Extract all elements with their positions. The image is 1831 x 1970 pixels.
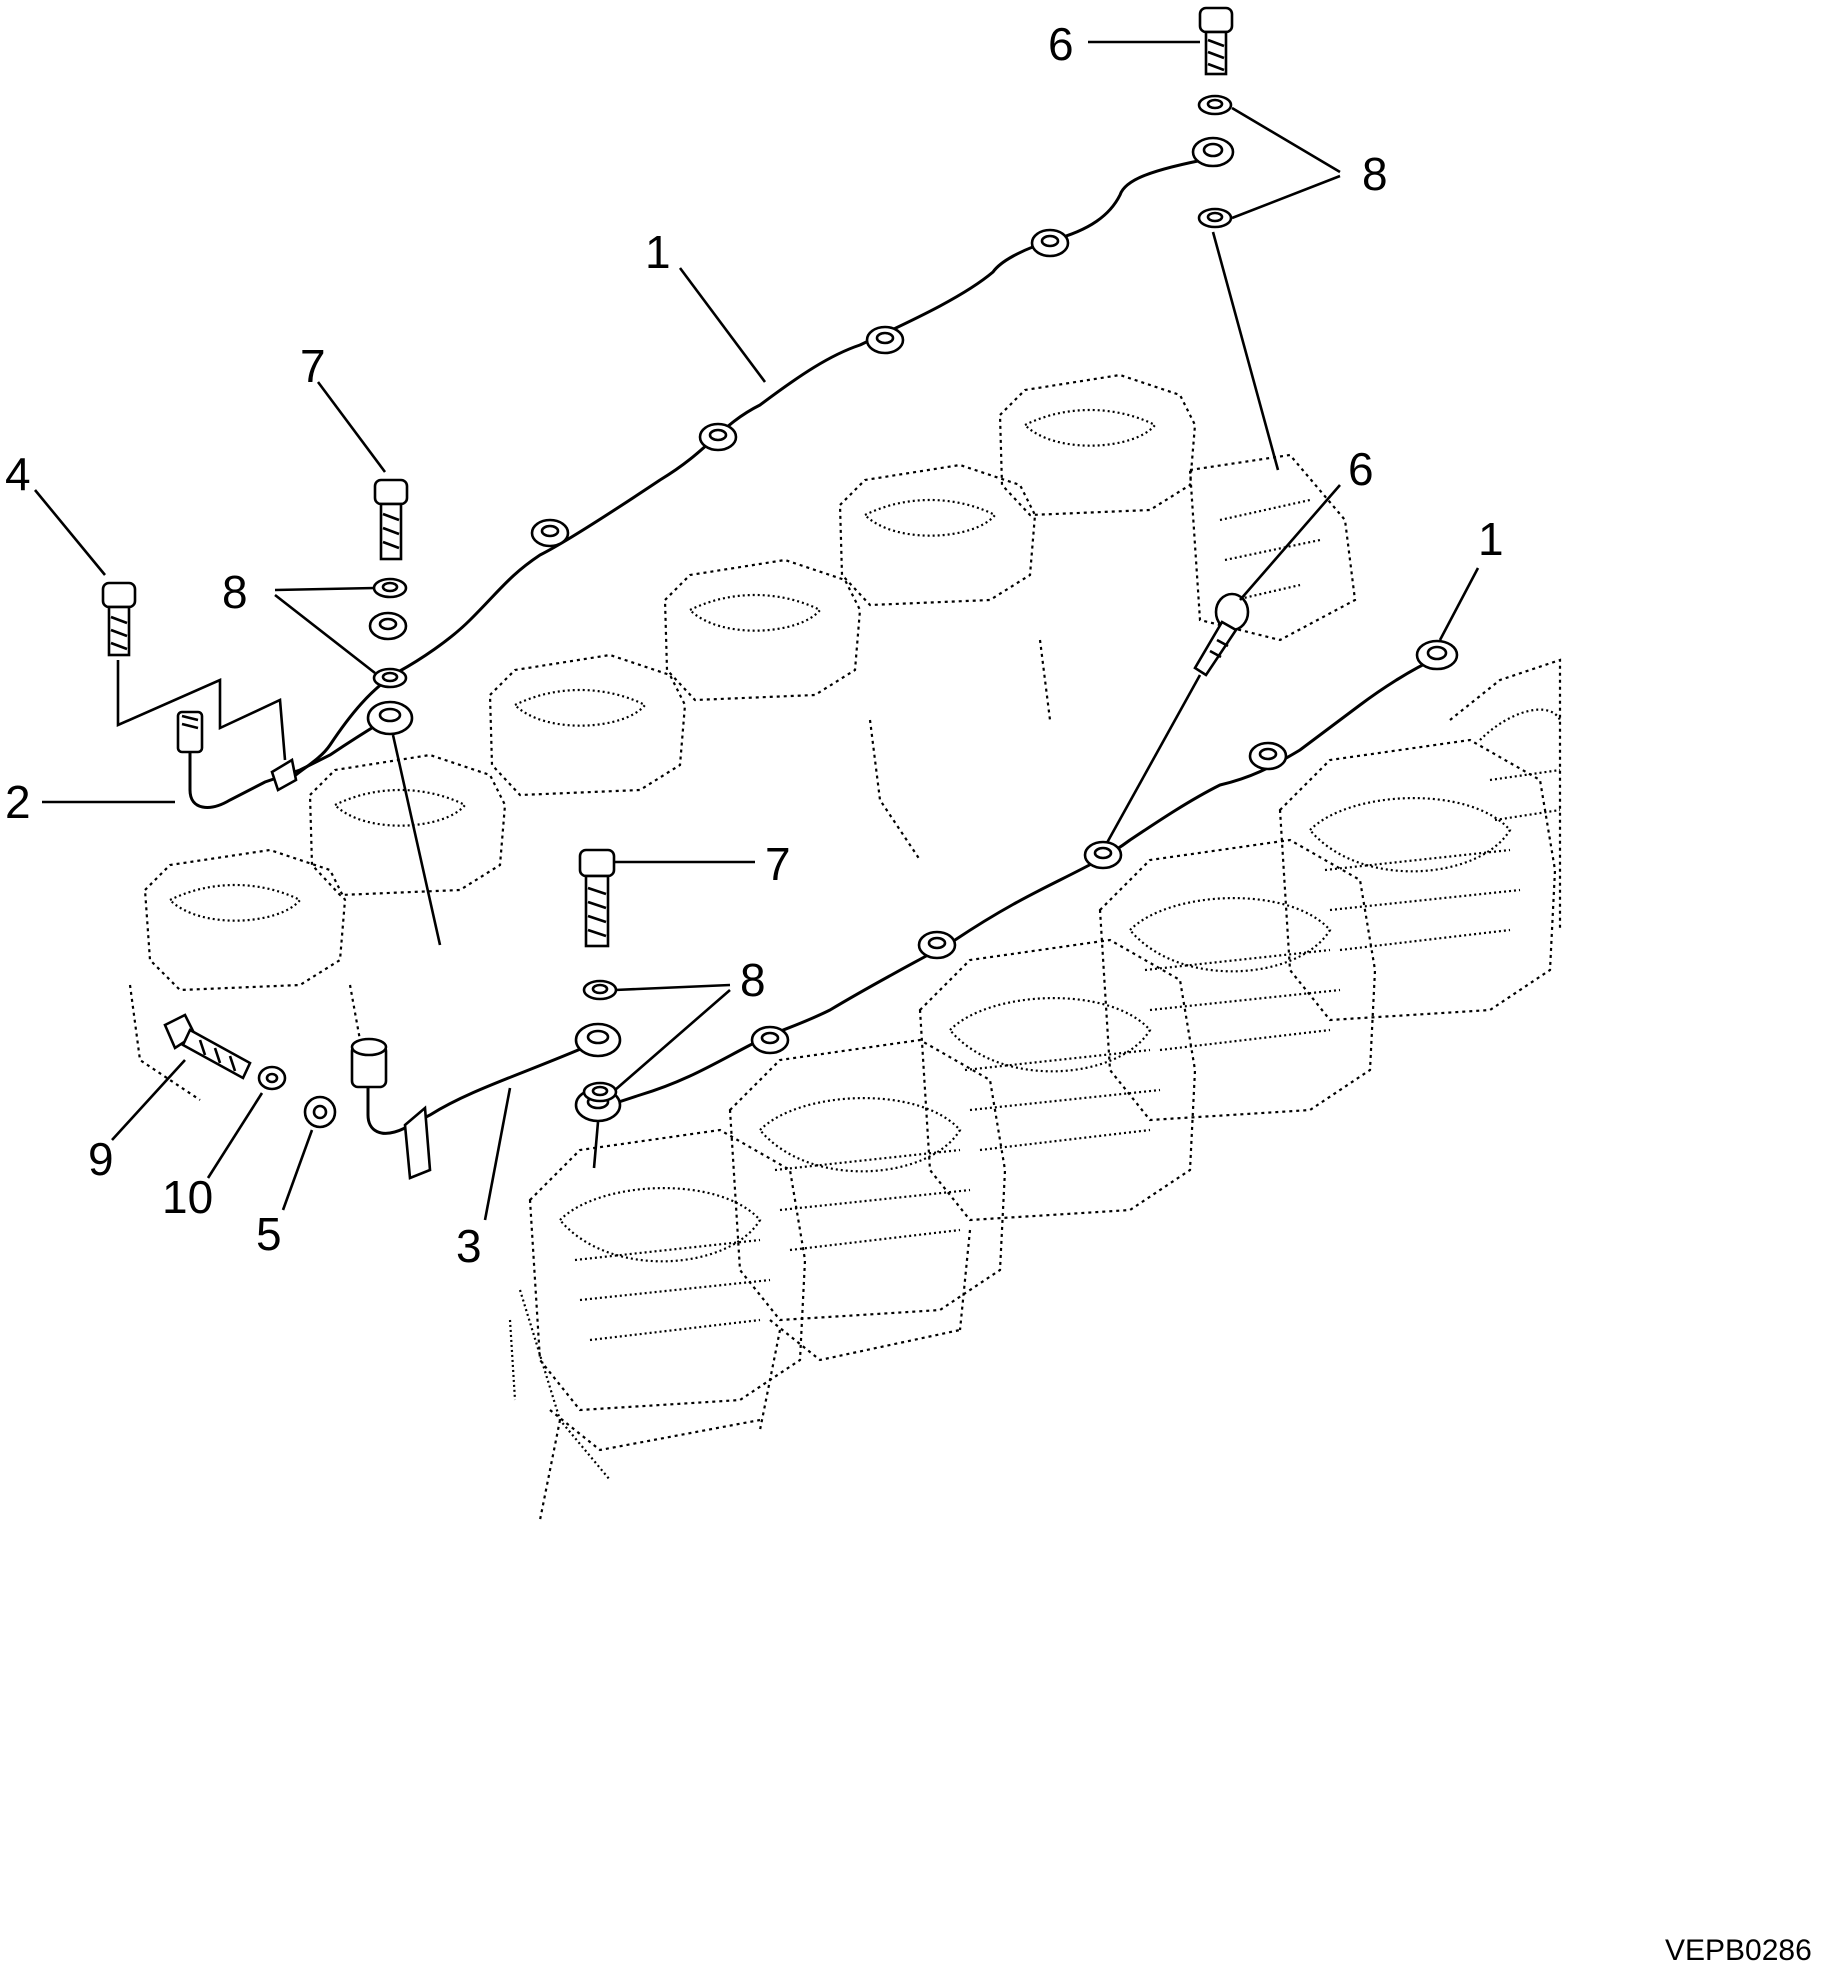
callout-2: 2 (5, 776, 31, 828)
upper-left-bolt-assembly (372, 478, 409, 689)
callout-7-upper: 7 (300, 340, 326, 392)
bolt-9 (163, 1013, 252, 1080)
top-washers (1197, 94, 1280, 471)
callout-1-top: 1 (645, 226, 671, 278)
figure-code: VEPB0286 (1665, 1934, 1812, 1967)
callout-labels: 6 8 1 7 4 8 2 6 1 7 8 9 10 5 3 (5, 18, 1504, 1272)
callout-8-top: 8 (1362, 148, 1388, 200)
top-banjo-bolt (1198, 6, 1234, 76)
pipe-2 (176, 700, 442, 946)
washer-10 (257, 1065, 287, 1091)
callout-3: 3 (456, 1220, 482, 1272)
callout-7-lower: 7 (765, 838, 791, 890)
lower-cylinder-heads (508, 658, 1562, 1521)
lower-bolt-assembly (578, 848, 618, 1103)
nut-5 (303, 1095, 337, 1129)
upper-cylinder-heads (128, 373, 1357, 1101)
callout-8-lower: 8 (740, 954, 766, 1006)
callout-1-right: 1 (1478, 513, 1504, 565)
pipe-3 (350, 1022, 622, 1180)
callout-5: 5 (256, 1208, 282, 1260)
engine-background-outline (128, 373, 1562, 1521)
middle-banjo-bolt (1101, 592, 1250, 851)
callout-9: 9 (88, 1133, 114, 1185)
callout-4: 4 (5, 448, 31, 500)
leader-lines (33, 40, 1480, 1221)
callout-10: 10 (162, 1171, 213, 1223)
callout-6-top: 6 (1048, 18, 1074, 70)
upper-fuel-pipe (288, 136, 1235, 782)
lower-fuel-pipe (574, 639, 1459, 1169)
callout-8-upper: 8 (222, 566, 248, 618)
callout-6-mid: 6 (1348, 443, 1374, 495)
bolt-4 (101, 581, 287, 761)
